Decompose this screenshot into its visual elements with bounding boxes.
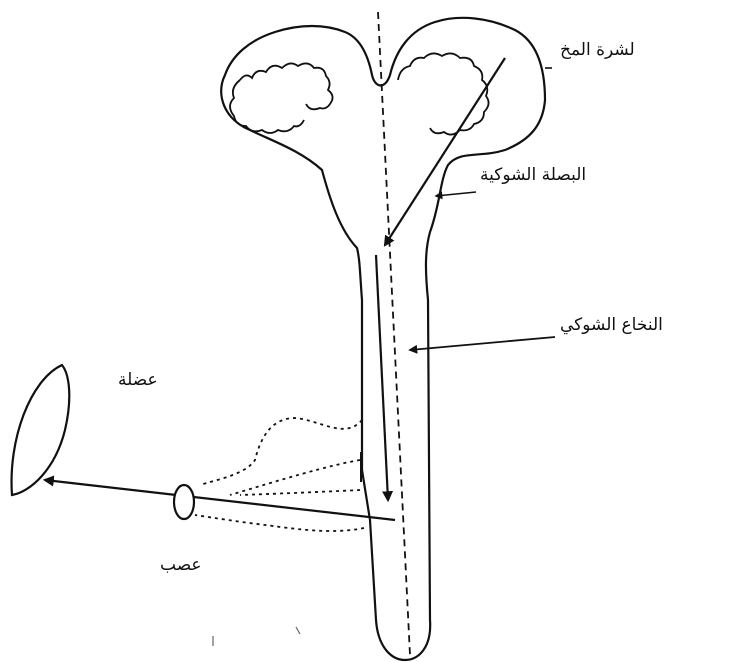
nerve-root-dotted-upper — [200, 418, 362, 485]
label-cortex: لشرة المخ — [560, 40, 635, 60]
label-medulla: البصلة الشوكية — [480, 165, 586, 185]
cortex-to-medulla-arrow — [385, 58, 505, 245]
label-nerve: عصب — [160, 555, 202, 575]
label-muscle: عضلة — [118, 370, 158, 390]
muscle-shape — [12, 365, 70, 495]
medulla-leader — [436, 192, 476, 196]
nerve-root-dotted-lower — [195, 515, 364, 531]
midline-dashed — [378, 12, 410, 655]
cortex-gyri-outline — [230, 53, 489, 134]
label-spinal-cord: النخاع الشوكي — [560, 315, 663, 335]
spinal-descending-arrow — [376, 255, 388, 500]
stray-mark-2 — [296, 627, 300, 634]
spinal-cord-leader — [410, 337, 555, 350]
nerve-cross-section — [174, 485, 194, 519]
nerve-to-muscle-arrow — [45, 480, 395, 520]
nerve-root-dotted-mid2 — [240, 490, 360, 495]
